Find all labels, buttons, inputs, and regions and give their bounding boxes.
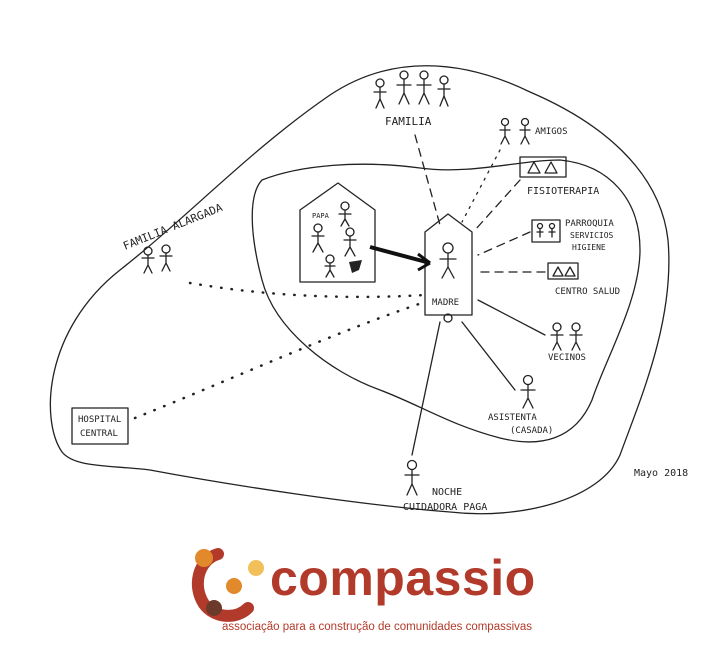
fisioterapia-label: FISIOTERAPIA <box>527 186 599 197</box>
arrow-familia-madre <box>414 134 441 226</box>
familia-group <box>373 70 451 109</box>
cuidadora-label: CUIDADORA PAGA <box>403 502 487 513</box>
dog-icon <box>349 260 362 273</box>
papa-label: PAPA <box>312 212 330 220</box>
parroquia-box <box>531 219 561 243</box>
fisioterapia-box <box>519 156 567 178</box>
arrowhead <box>417 252 431 272</box>
casada-label: (CASADA) <box>510 426 553 436</box>
family-house: PAPA <box>299 182 376 283</box>
arrow-amigos-madre <box>461 149 501 223</box>
higiene-label: HIGIENE <box>572 243 606 252</box>
line-asistenta-madre <box>461 321 516 391</box>
outer-boundary <box>49 65 670 515</box>
hospital-label: HOSPITAL <box>78 415 121 425</box>
date-label: Mayo 2018 <box>634 468 688 479</box>
vecinos-group <box>550 322 583 351</box>
central-label: CENTRAL <box>80 429 118 439</box>
madre-person-icon <box>439 242 457 279</box>
parroquia-label: PARROQUIA <box>565 219 614 229</box>
line-vecinos-madre <box>477 299 546 336</box>
dotted-hospital-madre <box>133 300 427 420</box>
amigos-label: AMIGOS <box>535 127 568 137</box>
familia-alargada-group <box>141 244 173 274</box>
servicios-label: SERVICIOS <box>570 231 614 240</box>
arrow-fisio-madre <box>474 179 521 231</box>
vecinos-label: VECINOS <box>548 353 586 363</box>
line-cuidadora-madre <box>411 321 441 456</box>
dotted-alargada-madre <box>188 281 427 299</box>
brand-tagline: associação para a construção de comunida… <box>222 621 533 633</box>
noche-label: NOCHE <box>432 487 462 498</box>
person-icon <box>311 201 357 278</box>
amigos-group <box>499 117 531 145</box>
cuidadora-person <box>404 459 420 496</box>
centro-salud-box <box>547 262 579 280</box>
asistenta-label: ASISTENTA <box>488 413 537 423</box>
arrow-parroquia-madre <box>477 231 531 256</box>
madre-house: MADRE <box>424 213 473 323</box>
centro-salud-label: CENTRO SALUD <box>555 287 620 297</box>
inner-boundary <box>251 159 641 443</box>
compassio-logo: compassio associação para a construção d… <box>188 546 548 646</box>
familia-alargada-label: FAMILIA ALARGADA <box>121 201 224 253</box>
madre-label: MADRE <box>432 298 459 308</box>
familia-label: FAMILIA <box>385 115 432 128</box>
logo-mark-icon <box>191 548 264 622</box>
brand-name: compassio <box>270 550 536 606</box>
arrow-family-madre <box>369 245 431 265</box>
asistenta-person <box>520 374 536 409</box>
network-sketch: PAPA MADRE FAMILIA AMIGOS FISIO <box>49 65 688 515</box>
hospital-box <box>71 407 129 445</box>
